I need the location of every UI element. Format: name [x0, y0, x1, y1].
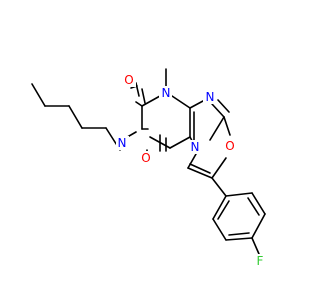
bond: [228, 232, 250, 236]
bond: [212, 195, 227, 220]
nitrogen-atom-imine: N: [206, 90, 215, 104]
bond: [217, 200, 230, 220]
bonds: [31, 68, 266, 255]
bond: [212, 218, 227, 241]
bond: [31, 83, 46, 107]
bond: [209, 116, 225, 141]
bond: [225, 237, 253, 241]
bond: [135, 82, 140, 97]
bond: [171, 95, 191, 109]
bond: [68, 105, 83, 129]
bond: [223, 116, 231, 136]
bond: [247, 197, 260, 216]
bond: [141, 88, 146, 104]
bond: [169, 136, 191, 149]
nitrogen-atom-methyl: N: [162, 86, 171, 100]
bond: [135, 101, 143, 107]
bond: [251, 237, 260, 255]
bond: [187, 167, 213, 179]
bond: [251, 192, 266, 215]
nitrogen-atom-pentyl: N: [118, 136, 127, 150]
bond: [189, 163, 211, 174]
nitrogen-atom-bridge: N: [191, 140, 200, 154]
oxygen-atom-upper: O: [124, 73, 133, 87]
bond: [211, 177, 227, 197]
oxygen-atom-oxazole: O: [225, 139, 234, 153]
bond: [225, 192, 253, 197]
atom-labels: O N N N O O N F: [116, 73, 266, 268]
bond: [189, 100, 204, 109]
bond: [211, 157, 227, 179]
bond: [251, 213, 266, 239]
oxygen-atom-lower: O: [141, 151, 150, 165]
bond: [141, 95, 161, 107]
bond: [217, 99, 230, 113]
molecule-structure: O N N N O O N F: [31, 68, 266, 268]
fluorine-atom: F: [257, 254, 264, 268]
bond: [187, 153, 197, 169]
bond: [211, 103, 225, 118]
